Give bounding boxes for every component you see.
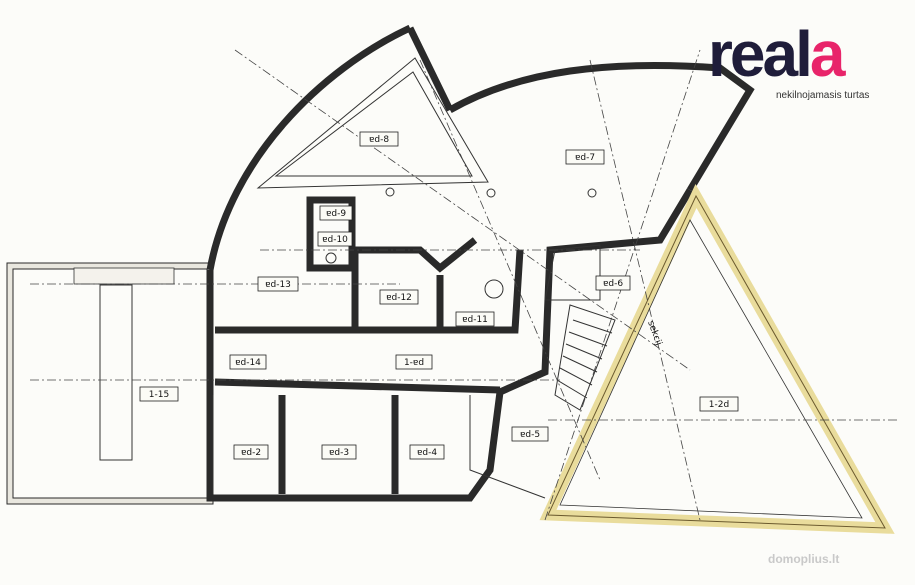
label-room-14: ɐd-14 xyxy=(235,358,261,368)
brand-wordmark-main: real xyxy=(708,18,813,90)
attic-triangle xyxy=(539,184,895,534)
label-room-4: ɐd-4 xyxy=(417,448,437,458)
label-room-12: ɐd-12 xyxy=(386,293,412,303)
label-room-15: 1-15 xyxy=(149,390,169,400)
label-room-11: ɐd-11 xyxy=(462,315,488,325)
label-room-2: ɐd-2 xyxy=(241,448,261,458)
label-room-3: ɐd-3 xyxy=(329,448,349,458)
label-room-5: ɐd-5 xyxy=(520,430,540,440)
label-room-6: ɐd-6 xyxy=(603,279,623,289)
brand-wordmark-accent: a xyxy=(809,18,846,90)
brand-wordmark: reala xyxy=(708,22,845,86)
central-walls xyxy=(206,187,694,502)
label-room-8: ɐd-8 xyxy=(369,135,389,145)
label-room-10: ɐd-10 xyxy=(322,235,348,245)
label-room-7: ɐd-7 xyxy=(575,153,595,163)
brand-tagline: nekilnojamasis turtas xyxy=(776,90,870,101)
axis-lines xyxy=(30,49,900,521)
room-labels: 1-15 ɐd-14 ɐd-13 ɐd-12 ɐd-11 ɐd-10 ɐd-9 … xyxy=(139,131,739,460)
site-watermark: domoplius.lt xyxy=(768,552,840,566)
brand-logo: reala nekilnojamasis turtas xyxy=(704,22,894,108)
curved-wall xyxy=(206,24,755,271)
label-attic: 1-2d xyxy=(709,400,729,410)
label-room-1: 1-ɐd xyxy=(404,358,424,368)
stairs xyxy=(554,304,616,411)
label-room-9: ɐd-9 xyxy=(326,209,346,219)
label-room-13: ɐd-13 xyxy=(265,280,291,290)
